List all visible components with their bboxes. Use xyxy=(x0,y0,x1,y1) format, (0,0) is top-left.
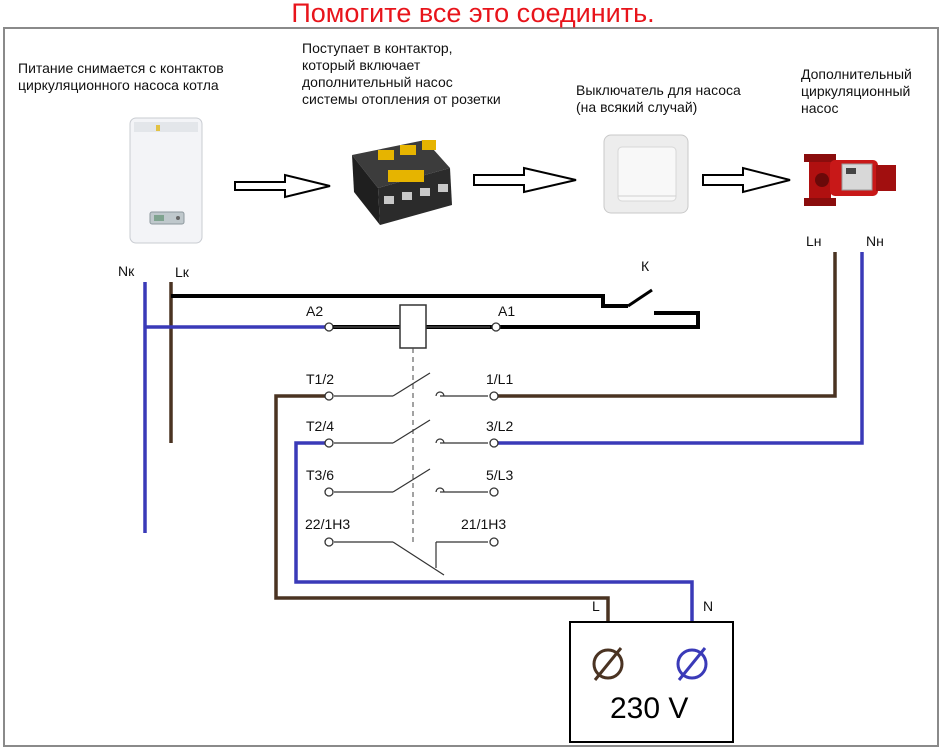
a2-label: A2 xyxy=(306,303,324,319)
socket-n-label: N xyxy=(703,598,714,614)
nn-label: Nн xyxy=(866,233,884,249)
l11-label: 1/L1 xyxy=(486,371,514,387)
contactor-icon xyxy=(352,140,452,225)
terminal-22 xyxy=(324,537,334,547)
wall-switch-icon xyxy=(603,134,689,214)
control-line-wire xyxy=(171,294,628,308)
terminal-21 xyxy=(489,537,499,547)
t24-label: T2/4 xyxy=(306,418,335,434)
terminal-l32 xyxy=(489,438,499,448)
arrow-right-icon xyxy=(473,166,577,194)
diagram-frame xyxy=(3,27,939,747)
terminal-l11 xyxy=(489,391,499,401)
t12-to-socket-l-wire xyxy=(274,394,610,655)
switch-caption: Выключатель для насоса (на всякий случай… xyxy=(576,82,741,115)
arrow-right-icon xyxy=(234,173,331,199)
contactor-caption: Поступает в контактор, который включает … xyxy=(302,40,501,107)
l32-label: 3/L2 xyxy=(486,418,514,434)
nn-wire xyxy=(494,252,864,445)
terminal-a1 xyxy=(491,322,501,332)
gas-boiler-icon xyxy=(129,117,203,244)
terminal-t24 xyxy=(324,438,334,448)
ln-label: Lн xyxy=(806,233,822,249)
contact-22-label: 22/1Н3 xyxy=(305,516,351,532)
socket-box xyxy=(569,621,734,743)
flow-arrows xyxy=(234,166,791,199)
nk-label: Nк xyxy=(118,263,135,279)
terminal-a2 xyxy=(324,322,334,332)
l53-label: 5/L3 xyxy=(486,467,514,483)
contact-set xyxy=(334,372,488,576)
contact-21-label: 21/1Н3 xyxy=(461,516,507,532)
t24-to-socket-n-wire xyxy=(294,441,694,655)
ln-wire xyxy=(494,252,837,398)
control-line-wire xyxy=(333,311,700,329)
boiler-caption: Питание снимается с контактов циркуляцио… xyxy=(18,60,224,93)
voltage-label: 230 V xyxy=(610,692,689,725)
arrow-right-icon xyxy=(702,166,791,194)
t36-label: T3/6 xyxy=(306,467,335,483)
switch-k-lever xyxy=(627,288,653,308)
pump-caption: Дополнительный циркуляционный насос xyxy=(801,66,912,116)
page-title: Помогите все это соединить. xyxy=(291,0,655,28)
terminal-t36 xyxy=(324,487,334,497)
a1-label: A1 xyxy=(498,303,516,319)
lk-label: Lк xyxy=(175,264,189,280)
switch-k-label: К xyxy=(641,258,650,274)
terminal-t12 xyxy=(324,391,334,401)
terminal-l53 xyxy=(489,487,499,497)
contactor-coil xyxy=(399,304,427,349)
t12-label: T1/2 xyxy=(306,371,335,387)
circulation-pump-icon xyxy=(804,154,896,206)
socket-l-label: L xyxy=(592,598,600,614)
